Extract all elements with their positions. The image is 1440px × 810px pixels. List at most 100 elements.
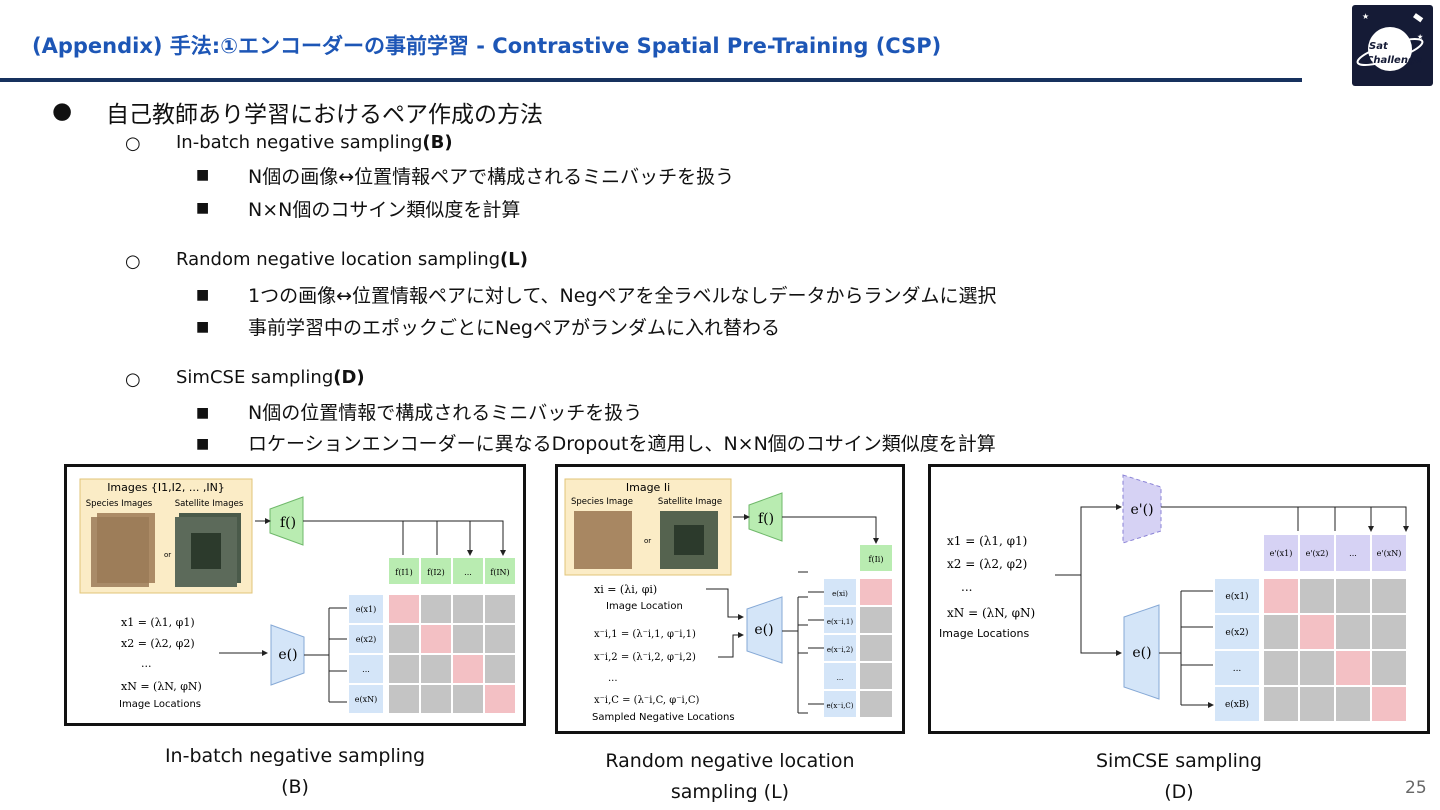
svg-text:Image Locations: Image Locations xyxy=(939,627,1029,640)
svg-text:Sat: Sat xyxy=(1369,41,1389,52)
caption-line: (B) xyxy=(281,776,309,798)
e-prime-outputs: e'(x1) e'(x2) ... e'(xN) xyxy=(1264,535,1406,571)
section-l: Random negative location sampling(L) xyxy=(176,249,528,270)
section-d: SimCSE sampling(D) xyxy=(176,367,365,388)
caption-in-batch: In-batch negative sampling (B) xyxy=(64,741,526,803)
svg-text:x⁻i,1 = (λ⁻i,1, φ⁻i,1): x⁻i,1 = (λ⁻i,1, φ⁻i,1) xyxy=(594,629,696,640)
svg-text:or: or xyxy=(644,537,651,545)
f-outputs: f(I1) f(I2) ... f(IN) xyxy=(389,558,515,584)
svg-text:...: ... xyxy=(608,673,618,684)
point-b-2: N×N個のコサイン類似度を計算 xyxy=(248,199,521,221)
svg-text:e(): e() xyxy=(754,622,773,638)
svg-text:Sampled Negative Locations: Sampled Negative Locations xyxy=(592,712,735,723)
square-bullet: ■ xyxy=(196,167,210,183)
caption-line: sampling (L) xyxy=(670,781,790,803)
svg-text:Images {I1,I2, ... ,IN}: Images {I1,I2, ... ,IN} xyxy=(107,481,225,494)
title-underline xyxy=(0,78,1302,82)
svg-text:Image Locations: Image Locations xyxy=(119,699,201,710)
section-d-tag: (D) xyxy=(333,367,365,388)
svg-text:e'(x1): e'(x1) xyxy=(1270,549,1293,558)
svg-text:Satellite Images: Satellite Images xyxy=(175,499,244,509)
point-l-2: 事前学習中のエポックごとにNegペアがランダムに入れ替わる xyxy=(248,317,780,339)
svg-text:...: ... xyxy=(362,665,370,674)
svg-text:xi = (λi, φi): xi = (λi, φi) xyxy=(594,583,657,596)
sub-bullet: ○ xyxy=(125,133,141,154)
svg-text:xN = (λN, φN): xN = (λN, φN) xyxy=(947,606,1035,620)
page-number: 25 xyxy=(1405,778,1427,798)
planet-icon xyxy=(1368,27,1412,71)
svg-text:f(): f() xyxy=(758,511,774,527)
svg-text:e(x⁻i,2): e(x⁻i,2) xyxy=(827,646,853,654)
heading-text: 自己教師あり学習におけるペア作成の方法 xyxy=(106,102,543,128)
svg-text:★: ★ xyxy=(1417,33,1423,41)
svg-text:Satellite Image: Satellite Image xyxy=(658,497,722,507)
section-l-tag: (L) xyxy=(500,249,528,270)
svg-text:f(IN): f(IN) xyxy=(490,568,509,577)
section-d-label: SimCSE sampling xyxy=(176,367,334,388)
svg-text:e'(xN): e'(xN) xyxy=(1377,549,1402,558)
svg-text:e(xN): e(xN) xyxy=(355,695,378,704)
caption-line: Random negative location xyxy=(605,750,855,772)
caption-line: In-batch negative sampling xyxy=(164,745,426,767)
svg-text:xN = (λN, φN): xN = (λN, φN) xyxy=(121,680,202,693)
svg-text:...: ... xyxy=(141,657,152,670)
svg-text:...: ... xyxy=(1349,549,1357,558)
challenge-logo: ★ ★ Sat Challenge xyxy=(1352,5,1433,86)
square-bullet: ■ xyxy=(196,200,210,216)
similarity-matrix xyxy=(1264,579,1406,721)
svg-text:x1 = (λ1, φ1): x1 = (λ1, φ1) xyxy=(121,616,195,629)
species-photo xyxy=(574,511,632,569)
svg-text:x⁻i,2 = (λ⁻i,2, φ⁻i,2): x⁻i,2 = (λ⁻i,2, φ⁻i,2) xyxy=(594,652,696,663)
svg-text:x⁻i,C = (λ⁻i,C, φ⁻i,C): x⁻i,C = (λ⁻i,C, φ⁻i,C) xyxy=(594,695,700,706)
square-bullet: ■ xyxy=(196,405,210,421)
svg-text:Challenge: Challenge xyxy=(1366,55,1422,66)
svg-text:x2 = (λ2, φ2): x2 = (λ2, φ2) xyxy=(947,557,1027,571)
svg-text:...: ... xyxy=(1233,664,1242,674)
caption-random-negative: Random negative location sampling (L) xyxy=(555,746,905,808)
svg-text:f(): f() xyxy=(280,515,296,531)
point-l-1: 1つの画像↔位置情報ペアに対して、Negペアを全ラベルなしデータからランダムに選… xyxy=(248,285,997,307)
svg-text:...: ... xyxy=(464,568,472,577)
image-encoder-f xyxy=(748,492,783,542)
figure-simcse: e'() e'(x1) e'(x2) ... e'(xN) x1 = (λ1, … xyxy=(928,464,1430,734)
square-bullet: ■ xyxy=(196,319,210,335)
e-outputs: e(x1) e(x2) ... e(xN) xyxy=(349,595,383,713)
e-outputs: e(x1) e(x2) ... e(xB) xyxy=(1215,579,1259,721)
point-b-1: N個の画像↔位置情報ペアで構成されるミニバッチを扱う xyxy=(248,166,735,188)
caption-simcse: SimCSE sampling (D) xyxy=(928,746,1430,808)
svg-text:e(x⁻i,C): e(x⁻i,C) xyxy=(826,702,853,710)
section-b-tag: (B) xyxy=(422,132,453,153)
satellite-icon xyxy=(1413,13,1424,23)
svg-text:★: ★ xyxy=(1362,12,1369,21)
svg-text:Image Ii: Image Ii xyxy=(626,481,670,494)
point-d-2: ロケーションエンコーダーに異なるDropoutを適用し、N×N個のコサイン類似度… xyxy=(248,433,996,455)
svg-text:e(x2): e(x2) xyxy=(1225,627,1248,638)
f-output xyxy=(860,545,892,571)
square-bullet: ■ xyxy=(196,287,210,303)
svg-text:f(I2): f(I2) xyxy=(427,568,444,577)
location-encoder-e xyxy=(1123,604,1160,700)
svg-text:x1 = (λ1, φ1): x1 = (λ1, φ1) xyxy=(947,534,1027,548)
point-d-1: N個の位置情報で構成されるミニバッチを扱う xyxy=(248,402,643,424)
svg-text:e(): e() xyxy=(1132,645,1151,661)
dropout-encoder-e-prime xyxy=(1122,474,1162,544)
sub-bullet: ○ xyxy=(125,369,141,390)
svg-text:e(xi): e(xi) xyxy=(832,590,848,598)
svg-text:Species Images: Species Images xyxy=(86,499,153,509)
svg-text:f(I1): f(I1) xyxy=(395,568,412,577)
location-encoder-e xyxy=(270,624,305,686)
svg-text:e(): e() xyxy=(278,647,297,663)
slide-title: (Appendix) 手法:①エンコーダーの事前学習 - Contrastive… xyxy=(32,34,942,58)
location-encoder-e xyxy=(746,596,783,664)
caption-line: SimCSE sampling xyxy=(1096,750,1262,772)
caption-line: (D) xyxy=(1164,781,1194,803)
figure-in-batch: Images {I1,I2, ... ,IN} Species Images S… xyxy=(64,464,526,726)
sub-bullet: ○ xyxy=(125,251,141,272)
svg-text:e(xB): e(xB) xyxy=(1225,699,1249,710)
e-outputs: e(xi) e(x⁻i,1) e(x⁻i,2) ... e(x⁻i,C) xyxy=(824,579,856,717)
section-b: In-batch negative sampling(B) xyxy=(176,132,453,153)
image-encoder-f xyxy=(269,496,304,546)
similarity-column xyxy=(860,579,892,717)
figure-random-negative: Image Ii Species Image Satellite Image o… xyxy=(555,464,905,734)
svg-text:or: or xyxy=(164,551,171,559)
